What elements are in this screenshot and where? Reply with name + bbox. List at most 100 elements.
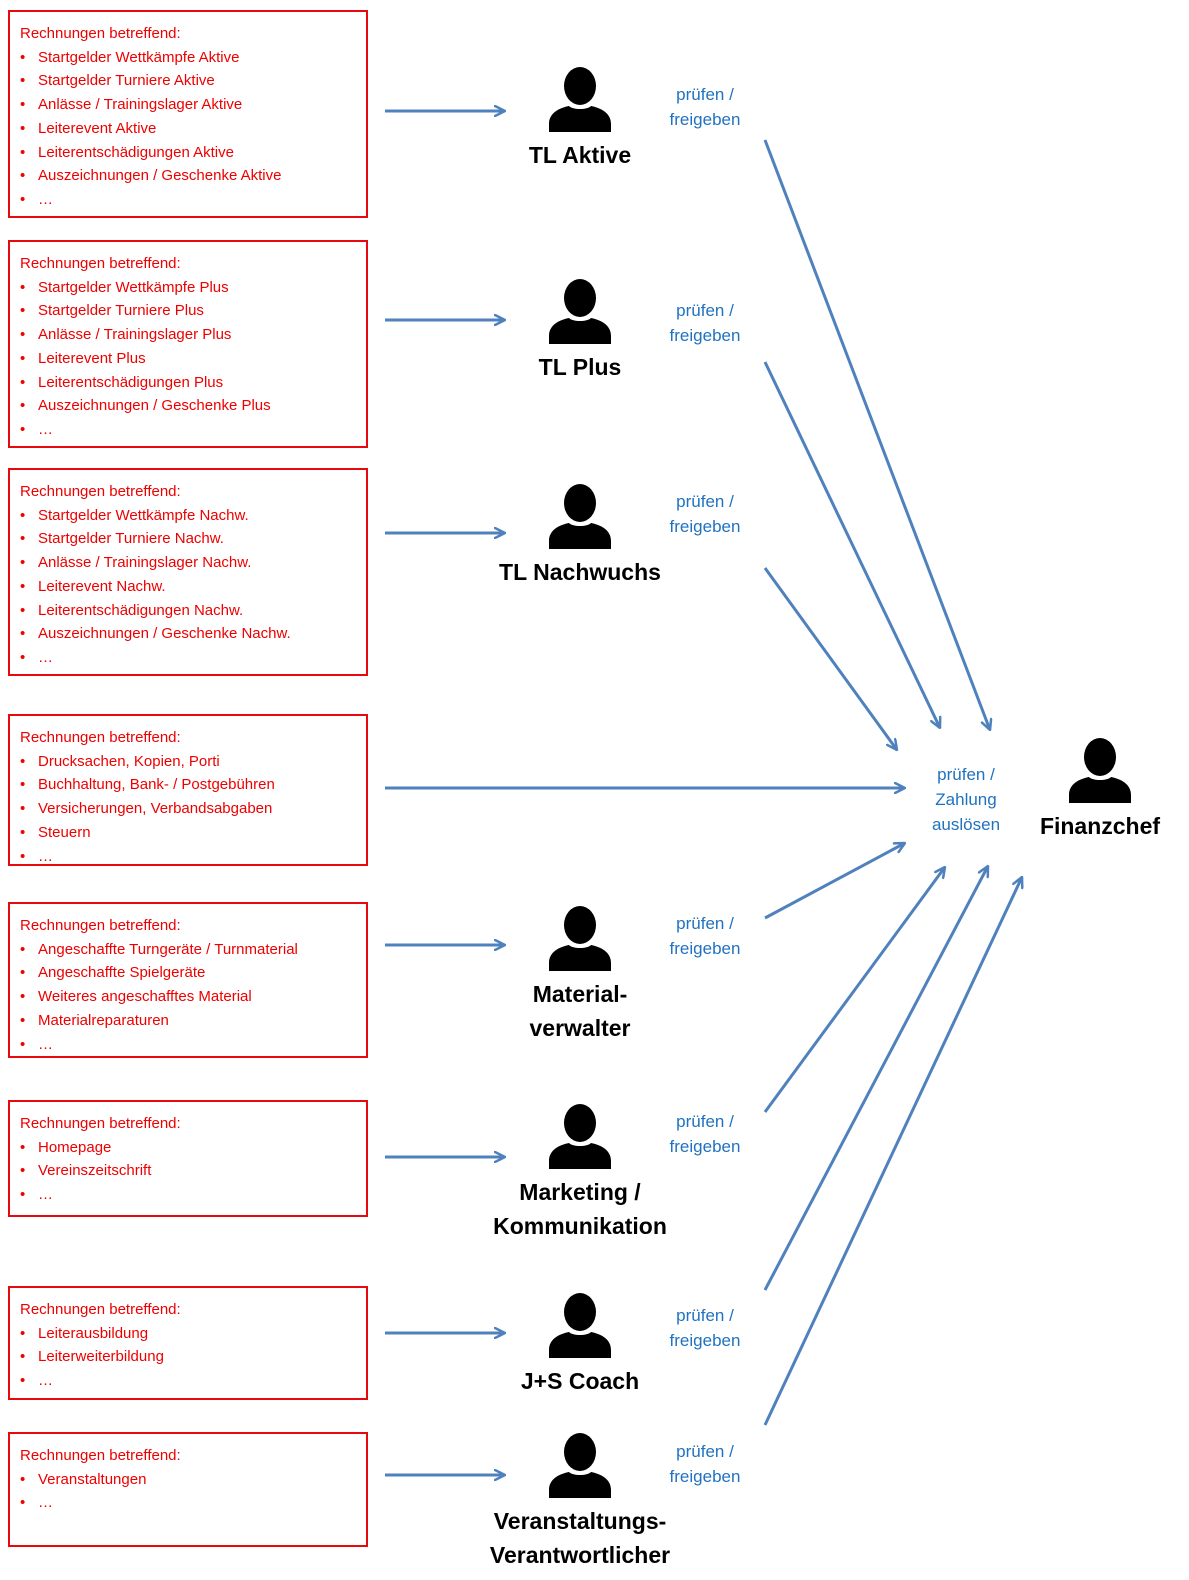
invoice-item: • Steuern: [20, 821, 366, 845]
invoice-item: •Leiterevent Nachw.: [20, 575, 366, 599]
invoice-item: • Anlässe / Trainingslager Aktive: [20, 93, 366, 117]
person-silhouette-icon: [1069, 738, 1131, 803]
action-text: freigeben: [669, 326, 741, 345]
bullet-icon: •: [20, 1162, 26, 1180]
invoice-item-label: Drucksachen, Kopien, Porti: [38, 752, 220, 770]
box-heading: Rechnungen betreffend:: [20, 1301, 181, 1318]
invoice-item: •Startgelder Wettkämpfe Nachw.: [20, 504, 366, 528]
bullet-icon: •: [20, 823, 26, 841]
action-label: prüfen /freigeben: [650, 911, 760, 961]
action-label: prüfen /freigeben: [650, 82, 760, 132]
bullet-icon: •: [20, 625, 26, 643]
approve-arrow: [763, 866, 990, 1291]
action-label: prüfen / freigeben: [650, 298, 760, 348]
role-name: Verantwortlicher: [489, 1542, 671, 1568]
bullet-icon: •: [20, 940, 26, 958]
invoice-item-label: …: [38, 1186, 53, 1204]
invoice-item-list: •Veranstaltungen•…: [20, 1468, 366, 1515]
invoice-item: •Startgelder Turniere Nachw.: [20, 527, 366, 551]
invoice-item-list: • Angeschaffte Turngeräte / Turnmaterial •…: [20, 938, 366, 1057]
bullet-icon: •: [20, 96, 26, 114]
invoice-item-list: •Leiterausbildung•Leiterweiterbildung•…: [20, 1322, 366, 1393]
action-text: freigeben: [669, 110, 741, 129]
bullet-icon: •: [20, 190, 26, 208]
invoice-item: • Leiterentschädigungen Aktive: [20, 141, 366, 165]
bullet-icon: •: [20, 349, 26, 367]
person-silhouette-icon: [549, 279, 611, 344]
invoice-item: • Auszeichnungen / Geschenke Plus: [20, 394, 366, 418]
role-name: Kommunikation: [493, 1213, 667, 1239]
invoice-item: •…: [20, 1183, 366, 1207]
bullet-icon: •: [20, 1035, 26, 1053]
invoice-item: •Angeschaffte Spielgeräte: [20, 961, 366, 985]
action-text: prüfen /: [676, 1306, 734, 1325]
bullet-icon: •: [20, 776, 26, 794]
invoice-item-label: Angeschaffte Turngeräte / Turnmaterial: [38, 940, 298, 958]
invoice-item: •Homepage: [20, 1136, 366, 1160]
role-name: TL Nachwuchs: [499, 559, 661, 585]
bullet-icon: •: [20, 964, 26, 982]
invoice-item: •Leiterausbildung: [20, 1322, 366, 1346]
invoice-item-label: …: [38, 648, 53, 666]
bullet-icon: •: [20, 302, 26, 320]
invoice-item-label: Startgelder Wettkämpfe Nachw.: [38, 506, 249, 524]
invoice-item-label: Leiterentschädigungen Aktive: [38, 143, 234, 161]
approve-arrow: [763, 567, 897, 750]
invoice-item: •…: [20, 1491, 366, 1515]
invoice-item: •…: [20, 188, 366, 212]
bullet-icon: •: [20, 1494, 26, 1512]
invoice-item-label: Anlässe / Trainingslager Aktive: [38, 96, 243, 114]
bullet-icon: •: [20, 1011, 26, 1029]
person-silhouette-icon: [549, 1293, 611, 1358]
invoice-item: •Leiterevent Plus: [20, 347, 366, 371]
approve-arrow: [763, 361, 940, 728]
invoice-item-list: •Homepage•Vereinszeitschrift•…: [20, 1136, 366, 1207]
bullet-icon: •: [20, 1138, 26, 1156]
box-heading: Rechnungen betreffend:: [20, 25, 181, 42]
bullet-icon: •: [20, 326, 26, 344]
invoice-item: •…: [20, 418, 366, 442]
invoice-category-box: Rechnungen betreffend:•Angeschaffte Turn…: [8, 902, 368, 1058]
action-text: freigeben: [669, 1137, 741, 1156]
action-text: prüfen /: [937, 765, 995, 784]
role-5: Marketing /Kommunikation: [470, 1103, 690, 1245]
invoice-item: •Weiteres angeschafftes Material: [20, 985, 366, 1009]
action-text: freigeben: [669, 1331, 741, 1350]
bullet-icon: •: [20, 143, 26, 161]
invoice-category-box: Rechnungen betreffend:•Homepage•Vereinsz…: [8, 1100, 368, 1217]
invoice-item: •Startgelder Wettkämpfe Aktive: [20, 46, 366, 70]
invoice-item-label: Weiteres angeschafftes Material: [38, 988, 252, 1006]
invoice-item-list: •Startgelder Wettkämpfe Nachw.•Startgeld…: [20, 504, 366, 670]
invoice-item-label: Auszeichnungen / Geschenke Plus: [38, 397, 271, 415]
action-text: auslösen: [931, 815, 1001, 834]
person-silhouette-icon: [549, 1104, 611, 1169]
invoice-item: •Vereinszeitschrift: [20, 1159, 366, 1183]
role-6: J+S Coach: [470, 1292, 690, 1400]
invoice-item-label: Leiterevent Aktive: [38, 119, 157, 137]
bullet-icon: •: [20, 800, 26, 818]
bullet-icon: •: [20, 397, 26, 415]
role-3: TL Nachwuchs: [470, 483, 690, 591]
invoice-category-box: Rechnungen betreffend:•Startgelder Wettk…: [8, 468, 368, 676]
bullet-icon: •: [20, 420, 26, 438]
role-name: Material-: [532, 981, 628, 1007]
invoice-item-label: Veranstaltungen: [38, 1470, 147, 1488]
invoice-item-label: Leiterausbildung: [38, 1324, 149, 1342]
invoice-item: •Veranstaltungen: [20, 1468, 366, 1492]
bullet-icon: •: [20, 167, 26, 185]
invoice-item: •…: [20, 1369, 366, 1393]
person-silhouette-icon: [549, 67, 611, 132]
invoice-item-label: Startgelder Wettkämpfe Plus: [38, 278, 229, 296]
bullet-icon: •: [20, 1348, 26, 1366]
invoice-item-label: Startgelder Turniere Nachw.: [38, 530, 224, 548]
action-text: prüfen /: [676, 301, 734, 320]
invoice-item: •Leiterentschädigungen Plus: [20, 371, 366, 395]
invoice-item-label: Leiterentschädigungen Nachw.: [38, 601, 244, 619]
invoice-item: •Auszeichnungen / Geschenke Aktive: [20, 164, 366, 188]
invoice-category-box: Rechnungen betreffend: •Startgelder Wettk…: [8, 10, 368, 218]
invoice-item-label: Steuern: [38, 823, 91, 841]
role-name: verwalter: [529, 1015, 631, 1041]
bullet-icon: •: [20, 648, 26, 666]
invoice-item: •…: [20, 1033, 366, 1057]
